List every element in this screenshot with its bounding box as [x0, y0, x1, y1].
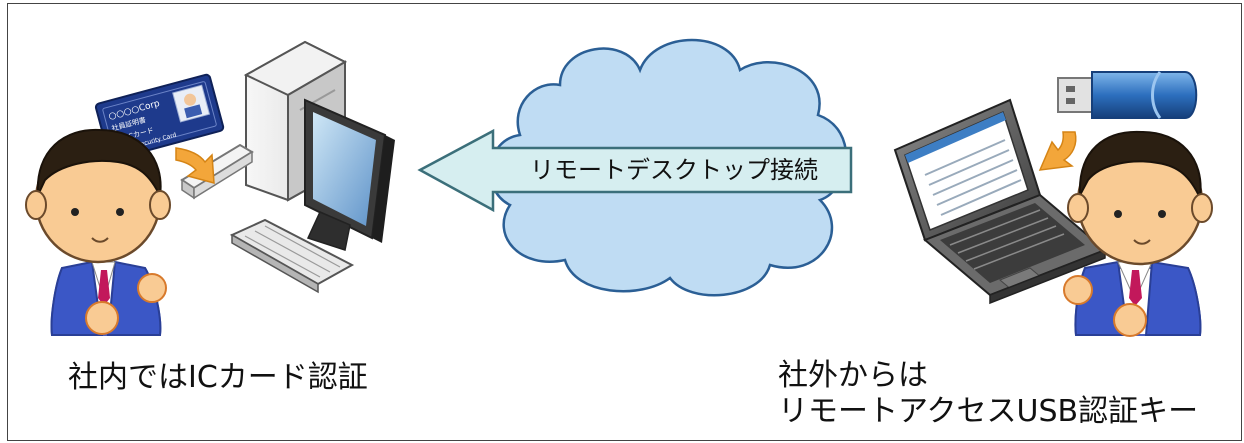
diagram-frame	[7, 3, 1242, 441]
desktop-computer	[180, 40, 395, 294]
caption-remote-line2: リモートアクセスUSB認証キー	[778, 394, 1199, 429]
office-worker-left	[25, 128, 171, 336]
remote-desktop-arrow: リモートデスクトップ接続	[417, 128, 853, 213]
arrow-label: リモートデスクトップ接続	[530, 156, 818, 184]
usb-insert-arrow	[1038, 131, 1077, 171]
caption-remote-usb-key: 社外からは リモートアクセスUSB認証キー	[778, 358, 1198, 430]
pc-keyboard	[229, 218, 355, 294]
arrow-shape	[417, 128, 853, 213]
card-insert-arrow	[175, 147, 215, 184]
laptop-computer	[893, 98, 1107, 305]
pc-monitor	[304, 98, 395, 251]
usb-auth-key	[1057, 71, 1198, 119]
caption-office-ic-card: 社内ではICカード認証	[68, 360, 368, 395]
caption-remote-line1: 社外からは	[778, 358, 928, 393]
remote-worker-right	[1063, 130, 1213, 337]
